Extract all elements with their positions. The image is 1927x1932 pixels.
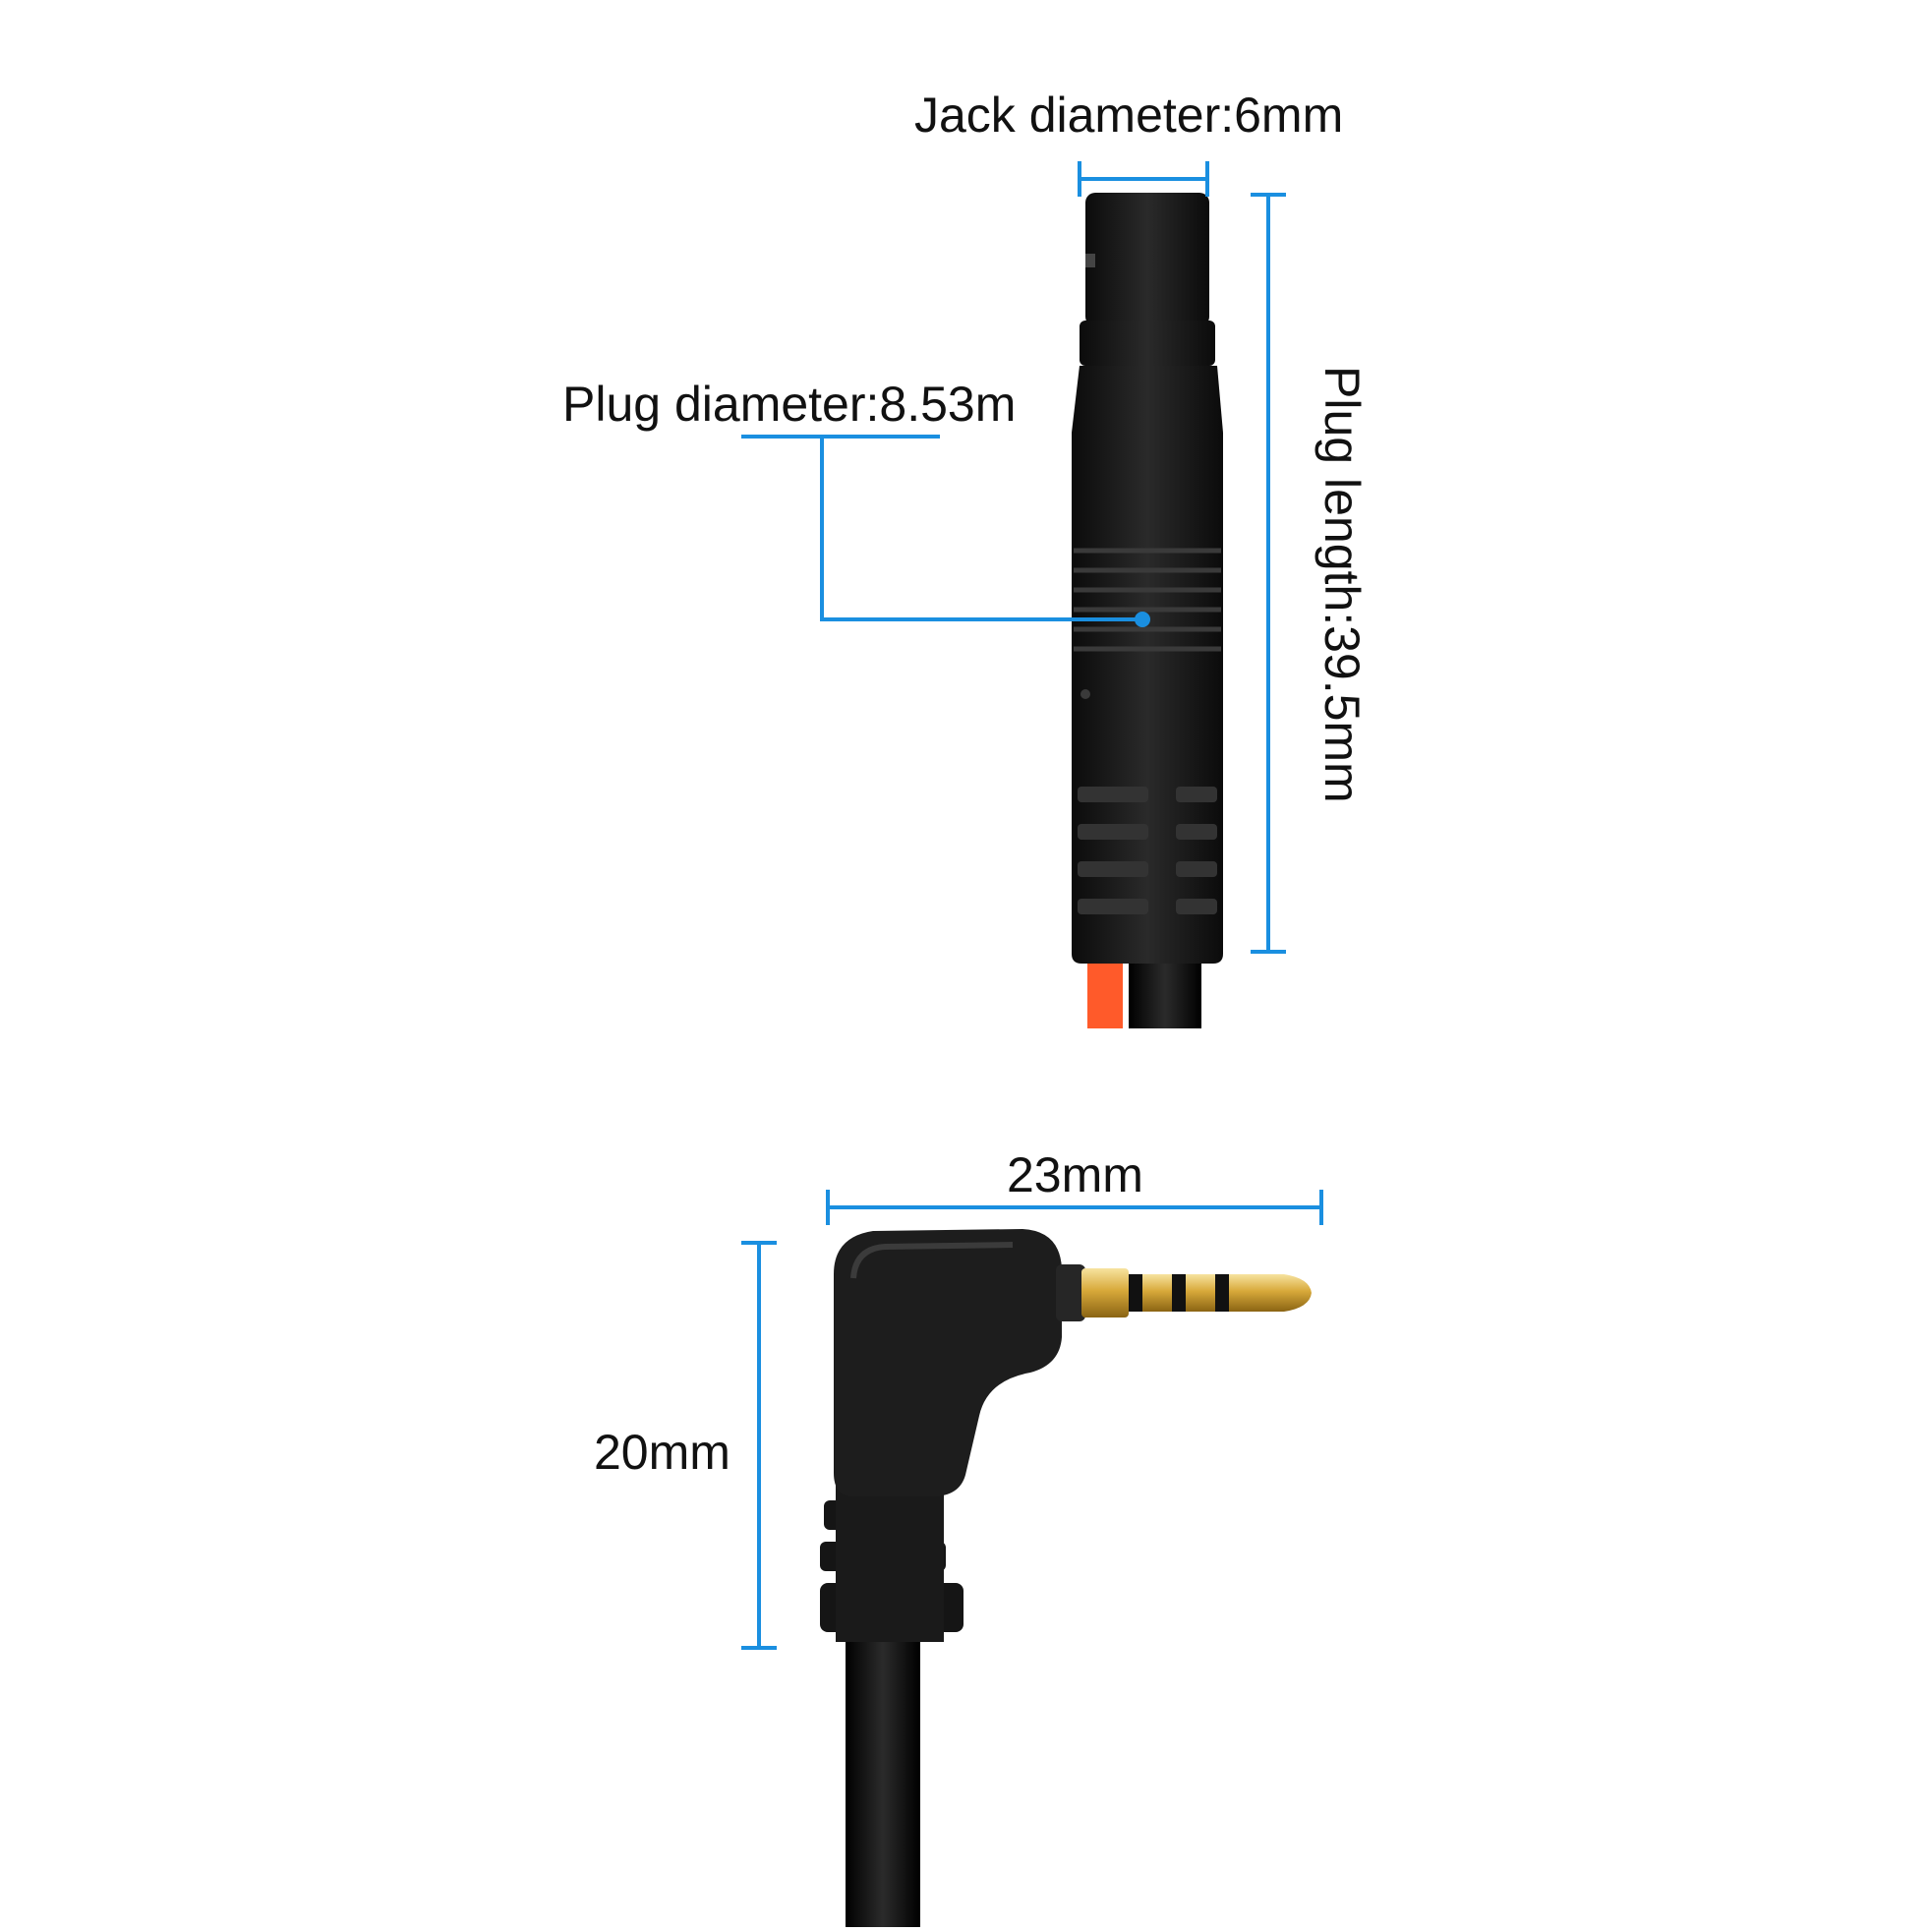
jack-diameter-label: Jack diameter:6mm	[914, 88, 1344, 143]
plug-diameter-dot	[1135, 612, 1150, 627]
height-20mm-label: 20mm	[594, 1425, 730, 1480]
dimension-lines-bottom	[741, 1190, 1323, 1650]
jack-collar	[1056, 1264, 1085, 1321]
plug-collar	[1080, 321, 1215, 366]
black-wire	[1129, 964, 1201, 1028]
plug-grip-ribs	[1074, 548, 1221, 652]
jack-strain-relief	[820, 1475, 964, 1642]
right-angle-jack	[820, 1229, 1312, 1927]
female-plug-connector	[1072, 193, 1223, 1028]
plug-body	[1072, 366, 1223, 964]
plug-grip-slots	[1078, 787, 1217, 914]
jack-l-body	[834, 1229, 1062, 1496]
plug-length-label: Plug length:39.5mm	[1314, 366, 1370, 803]
plug-tip	[1085, 193, 1209, 326]
gold-plug-contact	[1081, 1268, 1312, 1317]
width-23mm-label: 23mm	[1007, 1147, 1143, 1202]
jack-cable	[846, 1632, 920, 1927]
dimension-lines-top	[741, 161, 1286, 954]
red-wire	[1087, 964, 1123, 1028]
plug-diameter-label: Plug diameter:8.53m	[562, 377, 1017, 432]
